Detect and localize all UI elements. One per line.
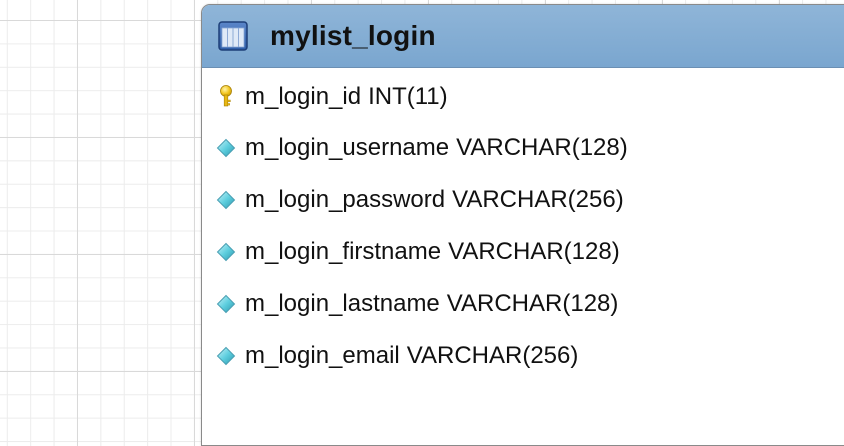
column-diamond-icon (216, 345, 236, 367)
column-type: VARCHAR(128) (456, 134, 628, 161)
table-card-mylist-login[interactable]: mylist_login (201, 4, 844, 446)
column-diamond-icon (216, 293, 236, 315)
column-name: m_login_password (245, 186, 446, 213)
column-type: VARCHAR(256) (452, 186, 624, 213)
column-type: INT(11) (368, 83, 448, 110)
column-diamond-icon (216, 241, 236, 263)
column-name: m_login_username (245, 134, 450, 161)
column-diamond-icon (216, 189, 236, 211)
column-name: m_login_id (245, 83, 362, 110)
primary-key-icon (216, 85, 236, 108)
column-name: m_login_firstname (245, 238, 442, 265)
column-name: m_login_email (245, 342, 400, 369)
table-grid-icon (218, 21, 248, 51)
column-name: m_login_lastname (245, 290, 440, 317)
column-diamond-icon (216, 137, 236, 159)
table-title: mylist_login (270, 20, 436, 51)
table-header[interactable]: mylist_login (202, 5, 844, 68)
column-type: VARCHAR(128) (448, 238, 620, 265)
column-type: VARCHAR(128) (446, 290, 619, 317)
column-type: VARCHAR(256) (406, 342, 579, 369)
